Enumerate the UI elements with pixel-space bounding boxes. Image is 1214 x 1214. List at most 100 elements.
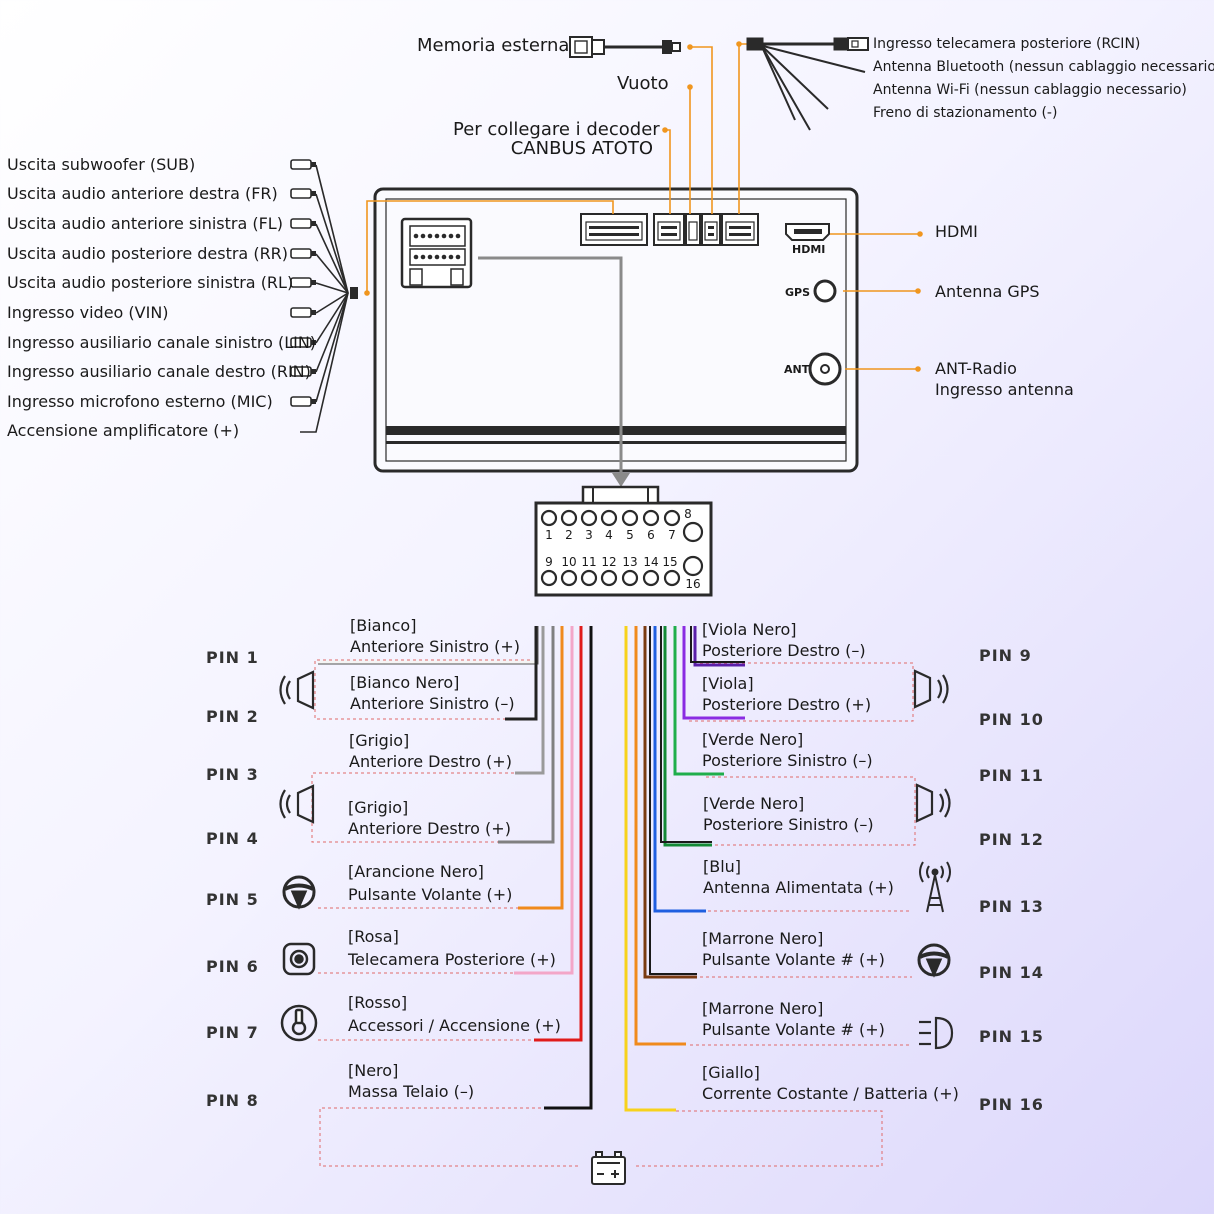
pin-num: 2 — [565, 528, 573, 542]
pin-desc: [Marrone Nero]Pulsante Volante # (+) — [702, 928, 885, 970]
ant-port-icon — [808, 352, 842, 386]
ant-line1: ANT-Radio — [935, 359, 1017, 378]
wire-pin-4 — [498, 626, 555, 844]
wire-function: Anteriore Destro (+) — [349, 752, 512, 771]
pin-label: PIN 6 — [206, 957, 259, 976]
wire-stripe — [690, 626, 745, 663]
antenna-tower-icon — [919, 861, 951, 913]
pin-num: 9 — [545, 555, 553, 569]
pin-label: PIN 11 — [979, 766, 1044, 785]
amp-label: Accensione amplificatore (+) — [7, 421, 240, 440]
pin-desc: [Grigio]Anteriore Destro (+) — [348, 797, 511, 839]
canbus-line2: CANBUS ATOTO — [510, 138, 653, 159]
wire-pin-12 — [663, 626, 712, 847]
pin-desc: [Giallo] Corrente Costante / Batteria (+) — [702, 1062, 959, 1104]
pin-desc: [Viola Nero]Posteriore Destro (–) — [702, 619, 866, 661]
input-label: Ingresso microfono esterno (MIC) — [7, 392, 273, 411]
speaker-icon — [913, 669, 949, 709]
wire-color-name: [Viola Nero] — [702, 620, 797, 639]
wire-color-name: [Bianco] — [350, 616, 417, 635]
hdmi-port-icon — [785, 223, 830, 241]
pin-label: PIN 12 — [979, 830, 1044, 849]
wire-color-name: [Arancione Nero] — [348, 862, 484, 881]
pin-num: 11 — [581, 555, 596, 569]
wire-color-name: [Verde Nero] — [703, 794, 805, 813]
wire-pin-2 — [505, 626, 538, 721]
pin-num: 13 — [622, 555, 637, 569]
wire-function: Pulsante Volante # (+) — [702, 950, 885, 969]
wire-pin-11 — [673, 626, 724, 776]
speaker-icon — [279, 670, 315, 710]
wire-function: Posteriore Sinistro (–) — [703, 815, 874, 834]
pin-num: 1 — [545, 528, 553, 542]
pin-num: 12 — [601, 555, 616, 569]
wire-function: Corrente Costante / Batteria (+) — [702, 1084, 959, 1103]
wire-function: Massa Telaio (–) — [348, 1082, 475, 1101]
pin-desc: [Arancione Nero] Pulsante Volante (+) — [348, 860, 512, 906]
headlight-icon — [919, 1016, 954, 1050]
pin-label: PIN 10 — [979, 710, 1044, 729]
pin-num: 8 — [684, 507, 692, 521]
wire-function: Telecamera Posteriore (+) — [348, 950, 556, 969]
pin-label: PIN 15 — [979, 1027, 1044, 1046]
canbus-line1: Per collegare i decoder — [453, 119, 660, 140]
input-label: Ingresso ausiliario canale destro (RIN) — [7, 362, 311, 381]
pin-label: PIN 3 — [206, 765, 259, 784]
wire-pin-6 — [514, 626, 574, 975]
ant-tag: ANT — [784, 363, 810, 376]
wire-color-name: [Giallo] — [702, 1063, 760, 1082]
wire-pin-7 — [534, 626, 583, 1042]
pin-label: PIN 5 — [206, 890, 259, 909]
pin-num: 5 — [626, 528, 634, 542]
cable-label: Antenna Wi-Fi (nessun cablaggio necessar… — [873, 82, 1187, 98]
wire-pin-3 — [515, 626, 545, 775]
rca-bundle — [300, 164, 358, 433]
ignition-key-icon — [280, 1004, 318, 1042]
wire-function: Anteriore Sinistro (+) — [350, 637, 520, 656]
canbus-label: Per collegare i decoder CANBUS ATOTO — [453, 119, 660, 159]
pin-desc: [Verde Nero] Posteriore Sinistro (–) — [703, 793, 874, 835]
pin-label: PIN 8 — [206, 1091, 259, 1110]
steering-wheel-icon — [917, 943, 951, 978]
pin-desc: [Nero]Massa Telaio (–) — [348, 1060, 474, 1102]
pin-label: PIN 16 — [979, 1095, 1044, 1114]
wire-outline — [318, 626, 539, 665]
wire-color-name: [Grigio] — [348, 798, 409, 817]
steering-wheel-icon — [282, 875, 316, 910]
gps-tag: GPS — [785, 286, 811, 299]
hdmi-tag: HDMI — [792, 243, 826, 256]
pin-label: PIN 13 — [979, 897, 1044, 916]
iso-socket — [400, 217, 473, 289]
wire-stripe — [660, 626, 712, 843]
separator-lines — [318, 907, 912, 1046]
ant-line2: Ingresso antenna — [935, 380, 1074, 399]
pin-desc: [Viola]Posteriore Destro (+) — [702, 673, 871, 715]
pin-label: PIN 1 — [206, 648, 259, 667]
pin-num: 15 — [662, 555, 677, 569]
input-label: Ingresso video (VIN) — [7, 303, 169, 322]
pin-label: PIN 2 — [206, 707, 259, 726]
empty-label: Vuoto — [617, 73, 669, 94]
ant-label: ANT-Radio Ingresso antenna — [935, 358, 1074, 400]
pin-num: 7 — [668, 528, 676, 542]
wire-pin-5 — [518, 626, 564, 910]
camera-icon — [282, 942, 316, 976]
pin-desc: [Blu]Antenna Alimentata (+) — [703, 856, 894, 898]
pin-desc: [Marrone Nero]Pulsante Volante # (+) — [702, 998, 885, 1040]
iso-connector-16pin: 1 2 3 4 5 6 7 8 9 10 11 12 13 14 15 16 — [534, 485, 713, 597]
wire-function: Pulsante Volante # (+) — [702, 1020, 885, 1039]
cable-label: Freno di stazionamento (-) — [873, 105, 1058, 121]
wire-pin-8 — [544, 626, 593, 1110]
cable-label: Antenna Bluetooth (nessun cablaggio nece… — [873, 59, 1214, 75]
hdmi-label: HDMI — [935, 222, 978, 241]
wire-function: Pulsante Volante (+) — [348, 885, 513, 904]
gps-label: Antenna GPS — [935, 282, 1040, 301]
wire-pin-10 — [682, 626, 745, 720]
wire-function: Posteriore Sinistro (–) — [702, 751, 873, 770]
pin-num: 3 — [585, 528, 593, 542]
output-label: Uscita audio posteriore sinistra (RL) — [7, 273, 294, 292]
wire-color-name: [Blu] — [703, 857, 742, 876]
flow-arrow — [478, 256, 630, 487]
wire-pin-9 — [693, 626, 745, 667]
